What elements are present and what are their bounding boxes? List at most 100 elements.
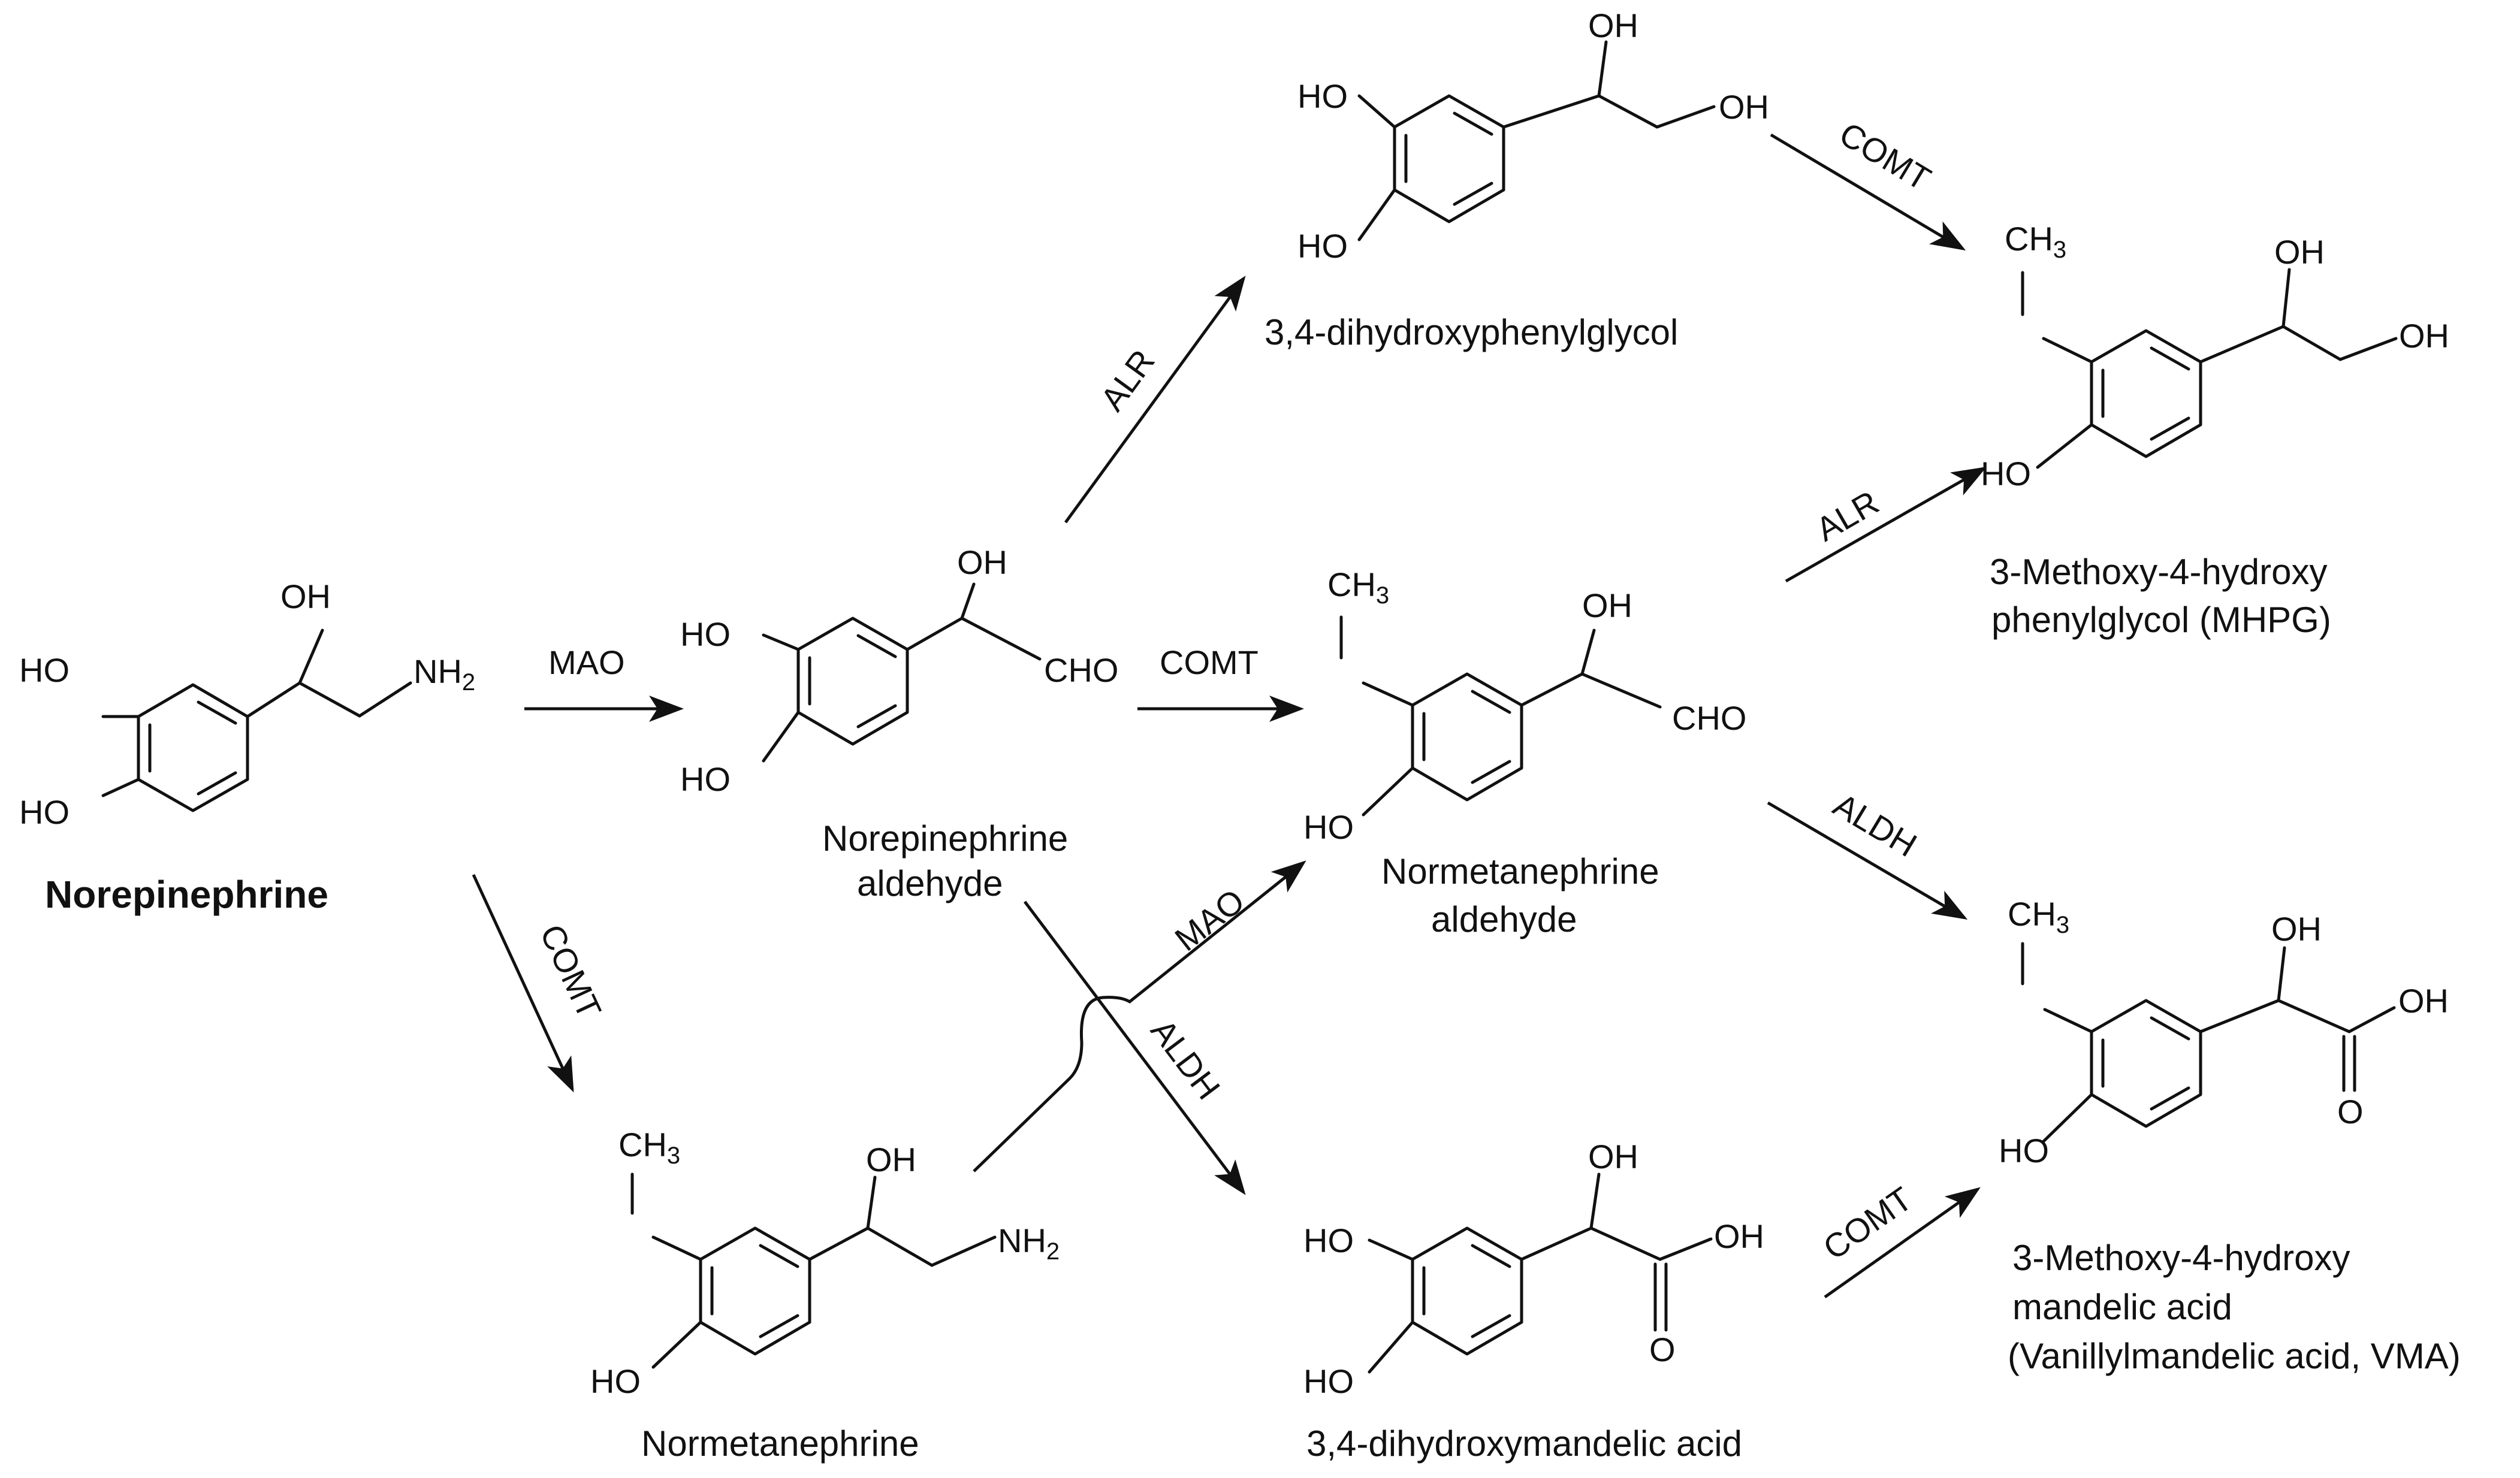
methyl-subscript: 3 — [667, 1142, 680, 1169]
aldehyde-group-label: CHO — [1672, 699, 1746, 737]
hydroxyl-label: OH — [1588, 1138, 1638, 1175]
compound-name-line: 3-Methoxy-4-hydroxy — [2012, 1238, 2350, 1278]
hydroxyl-label: HO — [1303, 808, 1354, 846]
hydroxyl-label: OH — [2399, 317, 2449, 355]
normetanephrine-structure — [630, 1172, 997, 1369]
amine-subscript: 2 — [462, 669, 475, 696]
reaction-arrow — [973, 860, 1306, 1172]
reaction-arrow — [1767, 801, 1968, 920]
methyl-subscript: 3 — [2056, 912, 2069, 938]
reaction-nm-aldehyde-to-mhpg: ALR — [1785, 467, 1987, 583]
hydroxyl-label: HO — [1999, 1132, 2049, 1169]
compound-name-line: Normetanephrine — [1381, 851, 1659, 891]
compound-name-line: aldehyde — [857, 863, 1003, 903]
hydroxyl-label: HO — [1303, 1362, 1354, 1400]
reaction-ne-to-aldehyde: MAO — [524, 643, 684, 722]
methyl-label: CH3 — [1327, 566, 1389, 609]
compound-name-line: mandelic acid — [2012, 1287, 2232, 1327]
hydroxyl-label: OH — [866, 1141, 916, 1178]
hydroxyl-label: HO — [1303, 1222, 1354, 1259]
enzyme-label-comt: COMT — [1833, 114, 1937, 198]
reaction-dhma-to-vma: COMT — [1816, 1180, 1981, 1299]
hydroxyl-label: HO — [680, 615, 731, 653]
hydroxyl-label: HO — [680, 760, 731, 798]
hydroxyl-label: HO — [1297, 77, 1348, 115]
aldehyde-group-label: CHO — [1044, 651, 1118, 689]
hydroxyl-label: OH — [2398, 982, 2449, 1020]
amine-label: NH2 — [998, 1222, 1060, 1265]
enzyme-label-alr: ALR — [1810, 483, 1885, 548]
hydroxyl-label: OH — [957, 543, 1007, 581]
norepinephrine-compound: OH HO HO NH2 Norepinephrine — [19, 578, 475, 916]
reaction-arrow — [1064, 276, 1246, 524]
enzyme-label-comt: COMT — [533, 918, 609, 1024]
compound-name-dhma: 3,4-dihydroxymandelic acid — [1306, 1423, 1742, 1464]
compound-name-line: Norepinephrine — [822, 818, 1068, 859]
dhpg-structure — [1357, 40, 1716, 241]
vma-structure — [2021, 942, 2396, 1143]
normetanephrine-aldehyde-structure — [1339, 615, 1662, 817]
mhpg-structure — [2021, 268, 2398, 469]
compound-name-normetanephrine: Normetanephrine — [641, 1423, 919, 1464]
hydroxyl-label: OH — [1588, 7, 1638, 44]
hydroxyl-label: OH — [2274, 233, 2325, 271]
reaction-aldehyde-to-nm-aldehyde: COMT — [1137, 643, 1304, 722]
dhpg-compound: OH OH HO HO 3,4-dihydroxyphenylglycol — [1264, 7, 1769, 352]
norepinephrine-aldehyde-compound: OH HO HO CHO Norepinephrine aldehyde — [680, 543, 1118, 903]
hydroxyl-label: HO — [19, 651, 70, 689]
hydroxyl-label: OH — [1714, 1217, 1764, 1255]
reaction-dhpg-to-mhpg: COMT — [1770, 114, 1966, 251]
amine-nh: NH — [998, 1222, 1046, 1259]
enzyme-label-mao: MAO — [1168, 881, 1251, 958]
methyl-label: CH3 — [2008, 895, 2069, 938]
carbonyl-oxygen-label: O — [2337, 1093, 2364, 1131]
reaction-nm-aldehyde-to-vma: ALDH — [1767, 785, 1968, 920]
enzyme-label-comt: COMT — [1816, 1180, 1919, 1267]
hydroxyl-label: OH — [1719, 88, 1769, 126]
methyl-ch: CH — [1327, 566, 1376, 603]
dhma-compound: OH OH O HO HO 3,4-dihydroxymandelic acid — [1303, 1138, 1764, 1464]
hydroxyl-label: HO — [1297, 227, 1348, 265]
reaction-normetanephrine-to-nm-aldehyde: MAO — [973, 860, 1306, 1172]
compound-name-line: phenylglycol (MHPG) — [1991, 600, 2331, 640]
hydroxyl-label: OH — [1582, 587, 1632, 624]
methyl-subscript: 3 — [2053, 237, 2066, 263]
enzyme-label-aldh: ALDH — [1827, 785, 1924, 864]
amine-nh: NH — [414, 652, 462, 690]
reaction-ne-to-normetanephrine: COMT — [472, 873, 609, 1093]
amine-label: NH2 — [414, 652, 475, 696]
methyl-ch: CH — [2008, 895, 2056, 933]
reaction-arrow — [1824, 1187, 1981, 1299]
reaction-aldehyde-to-dhpg: ALR — [1064, 276, 1246, 524]
hydroxyl-label: HO — [19, 793, 70, 831]
hydroxyl-label: OH — [280, 578, 331, 615]
compound-name-norepinephrine: Norepinephrine — [45, 873, 328, 916]
reaction-arrow — [1770, 133, 1966, 251]
methyl-label: CH3 — [618, 1126, 680, 1169]
hydroxyl-label: OH — [2271, 910, 2322, 948]
compound-name-dhpg: 3,4-dihydroxyphenylglycol — [1264, 312, 1678, 352]
reaction-arrow — [472, 873, 574, 1093]
compound-name-line: aldehyde — [1431, 899, 1577, 939]
reaction-arrow — [1024, 900, 1246, 1195]
compound-name-line: (Vanillylmandelic acid, VMA) — [2008, 1336, 2461, 1376]
enzyme-label-comt: COMT — [1160, 643, 1259, 681]
methyl-subscript: 3 — [1376, 582, 1389, 609]
methyl-ch: CH — [2005, 220, 2053, 258]
vma-compound: CH3 OH OH O HO 3-Methoxy-4-hydroxy mande… — [1999, 895, 2461, 1376]
mhpg-compound: CH3 OH OH HO 3-Methoxy-4-hydroxy phenylg… — [1981, 220, 2449, 640]
reaction-aldehyde-to-dhma: ALDH — [1024, 900, 1246, 1195]
norepinephrine-aldehyde-structure — [762, 582, 1042, 763]
norepinephrine-structure — [101, 628, 412, 812]
normetanephrine-aldehyde-compound: CH3 OH CHO HO Normetanephrine aldehyde — [1303, 566, 1746, 939]
methyl-ch: CH — [618, 1126, 667, 1163]
dhma-structure — [1368, 1172, 1713, 1374]
reaction-arrow — [1785, 467, 1987, 583]
hydroxyl-label: HO — [590, 1362, 641, 1400]
enzyme-label-mao: MAO — [548, 643, 625, 681]
compound-name-line: 3-Methoxy-4-hydroxy — [1990, 552, 2328, 592]
amine-subscript: 2 — [1046, 1238, 1060, 1265]
enzyme-label-aldh: ALDH — [1143, 1012, 1227, 1106]
normetanephrine-compound: CH3 OH NH2 HO Normetanephrine — [590, 1126, 1060, 1464]
